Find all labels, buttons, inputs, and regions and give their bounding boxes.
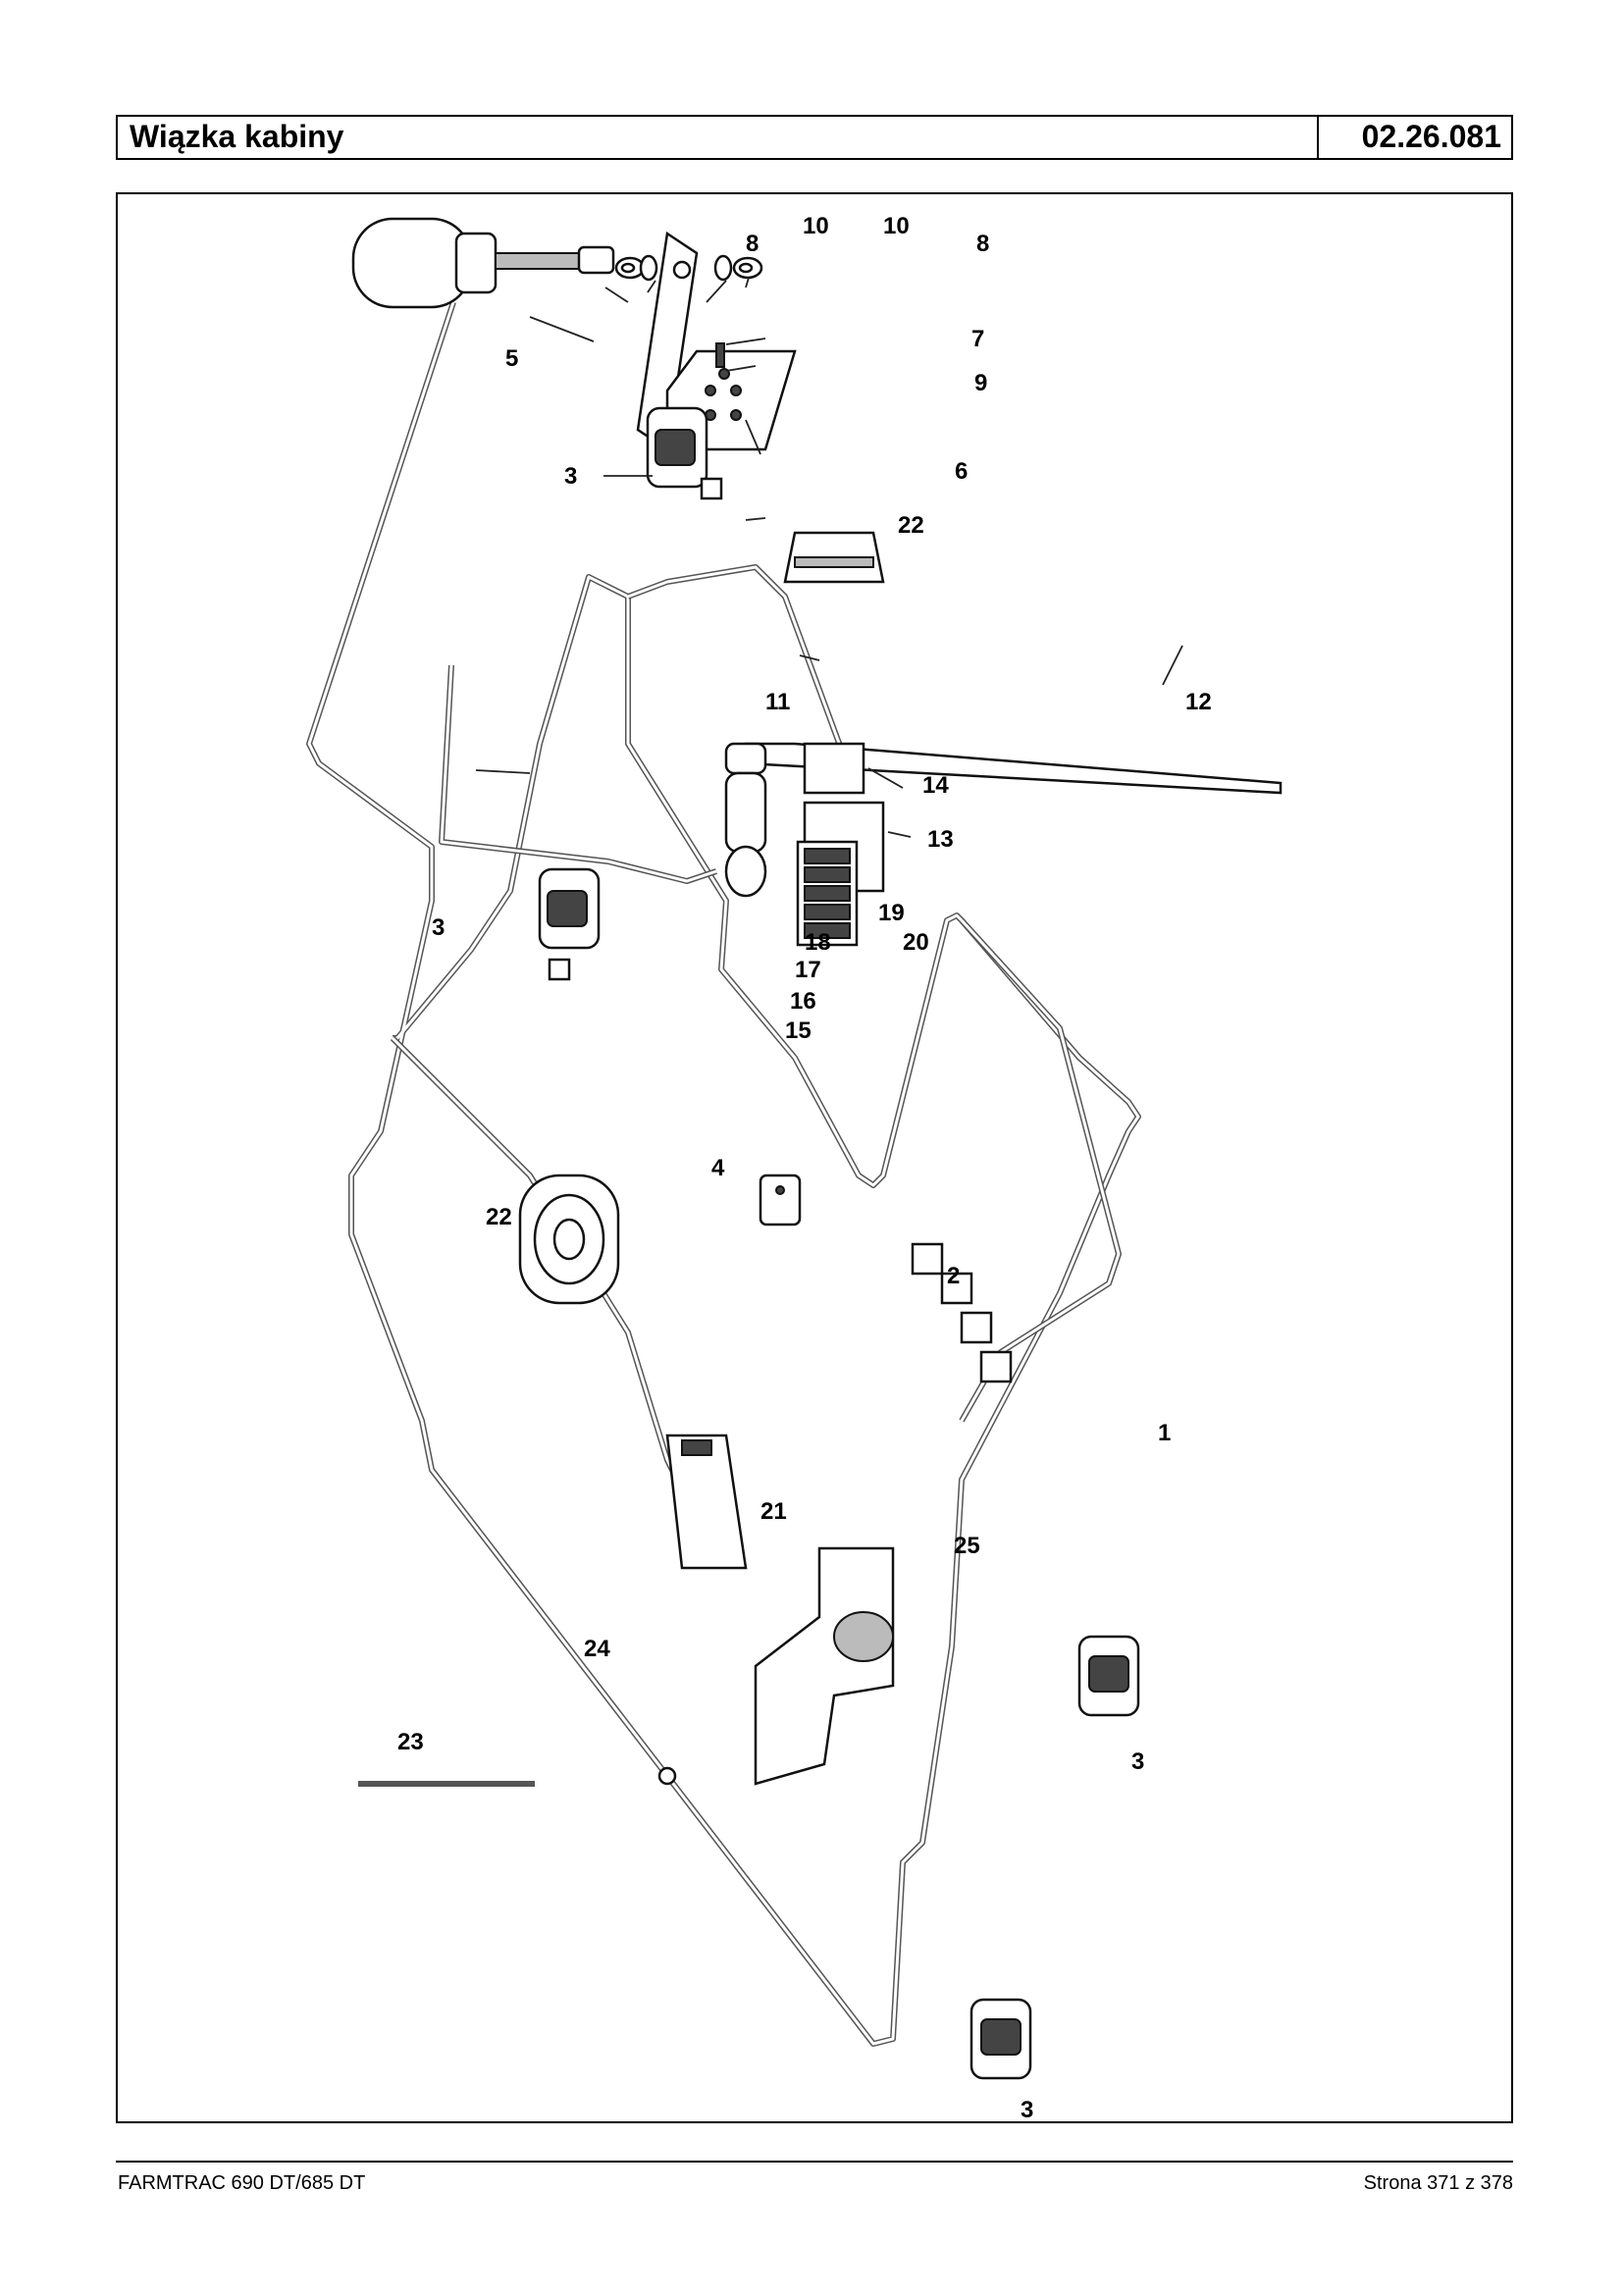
connector-plug xyxy=(759,1174,802,1226)
diagram-frame: 1 2 3 3 3 3 4 5 6 7 8 8 9 10 10 11 12 13… xyxy=(116,192,1513,2123)
callout-13: 13 xyxy=(927,826,954,853)
callout-labels: 1 2 3 3 3 3 4 5 6 7 8 8 9 10 10 11 12 13… xyxy=(397,213,1212,2123)
work-lamp-right xyxy=(1077,1635,1140,1717)
callout-1: 1 xyxy=(1158,1420,1171,1446)
antenna xyxy=(358,1766,677,1787)
callout-8-a: 8 xyxy=(746,231,759,257)
page-code: 02.26.081 xyxy=(1361,119,1501,154)
callout-22-a: 22 xyxy=(898,512,924,539)
nut-washer-set xyxy=(614,254,763,380)
page-header: Wiązka kabiny 02.26.081 xyxy=(116,115,1513,160)
callout-5: 5 xyxy=(505,345,518,372)
beacon-lamp xyxy=(351,217,615,309)
wiring-diagram: 1 2 3 3 3 3 4 5 6 7 8 8 9 10 10 11 12 13… xyxy=(306,213,1283,2123)
callout-7: 7 xyxy=(971,326,984,352)
callout-22-b: 22 xyxy=(486,1204,512,1230)
harness-wire xyxy=(306,301,1141,2047)
work-lamp-bottom xyxy=(969,1998,1032,2080)
radio-unit xyxy=(665,1434,748,1570)
callout-8-b: 8 xyxy=(976,231,989,257)
callout-9: 9 xyxy=(974,370,987,396)
callout-21: 21 xyxy=(760,1498,787,1525)
callout-10-a: 10 xyxy=(803,213,829,239)
callout-16: 16 xyxy=(790,988,816,1015)
leader-lines xyxy=(475,277,1183,838)
callout-18: 18 xyxy=(805,929,831,956)
callout-11: 11 xyxy=(765,689,790,715)
callout-12: 12 xyxy=(1185,689,1212,715)
callout-2: 2 xyxy=(947,1263,960,1289)
callout-3-a: 3 xyxy=(564,463,577,490)
work-lamp-top xyxy=(646,406,723,500)
footer-rule xyxy=(116,2161,1513,2163)
callout-23: 23 xyxy=(397,1729,424,1755)
speaker-top xyxy=(783,531,885,584)
callout-3-c: 3 xyxy=(1131,1748,1144,1775)
callout-3-d: 3 xyxy=(1021,2097,1033,2123)
work-lamp-left xyxy=(538,867,601,981)
footer-model: FARMTRAC 690 DT/685 DT xyxy=(118,2172,366,2194)
callout-24: 24 xyxy=(584,1636,610,1662)
callout-15: 15 xyxy=(785,1017,812,1044)
callout-17: 17 xyxy=(795,957,821,983)
switch-panel xyxy=(796,840,859,947)
callout-6: 6 xyxy=(955,458,968,485)
page-title: Wiązka kabiny xyxy=(118,117,1319,158)
callout-10-b: 10 xyxy=(883,213,910,239)
callout-25: 25 xyxy=(954,1533,980,1559)
footer-page-number: Strona 371 z 378 xyxy=(1363,2172,1513,2194)
callout-4: 4 xyxy=(711,1155,725,1181)
cup-holder xyxy=(754,1546,895,1786)
relay-set xyxy=(911,1242,1013,1383)
speaker-left xyxy=(518,1174,620,1305)
callout-14: 14 xyxy=(922,772,949,799)
callout-20: 20 xyxy=(903,929,929,956)
callout-19: 19 xyxy=(878,900,905,926)
callout-3-b: 3 xyxy=(432,914,445,941)
